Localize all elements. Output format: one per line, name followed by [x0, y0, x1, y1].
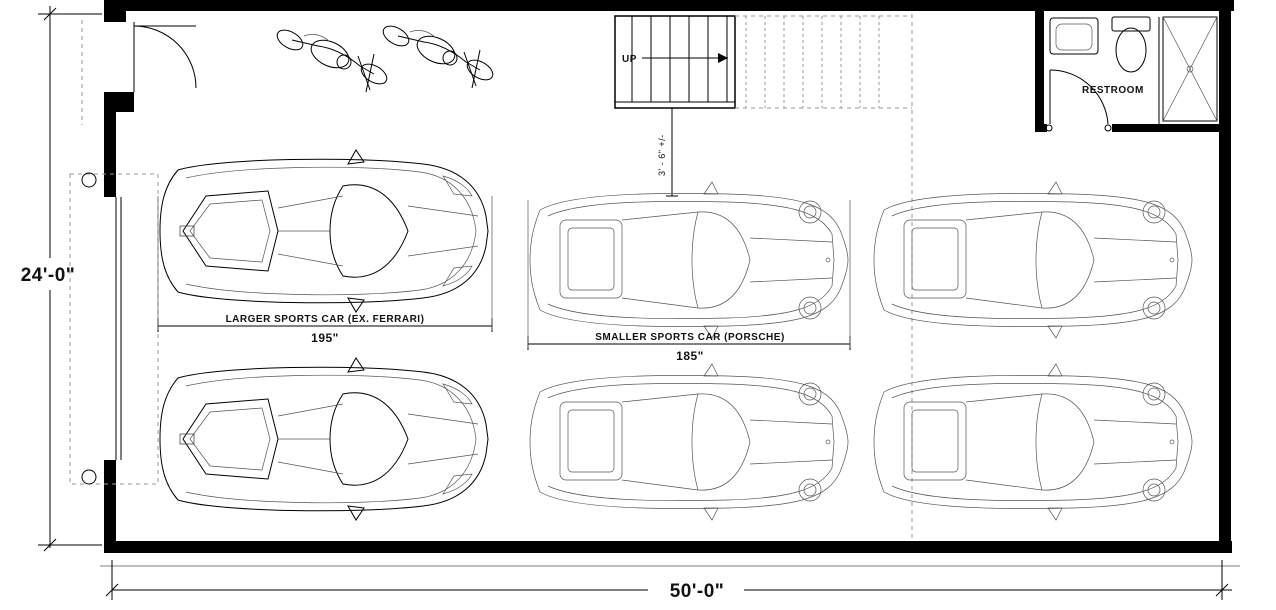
motorcycle-2 — [379, 21, 497, 89]
motorcycle-1 — [273, 25, 391, 93]
large-car-dimension: LARGER SPORTS CAR (EX. FERRARI) 195" — [157, 196, 493, 345]
wall-stub-top — [104, 0, 126, 22]
toilet-tank — [1111, 16, 1151, 32]
restroom-west-wall — [1035, 10, 1044, 132]
large-car-bottom — [159, 357, 489, 521]
large-car-label: LARGER SPORTS CAR (EX. FERRARI) — [226, 314, 425, 325]
shower — [1162, 16, 1218, 122]
width-dimension: 50'-0" — [100, 560, 1240, 602]
small-car-4 — [873, 363, 1193, 521]
large-car-length: 195" — [311, 331, 339, 345]
height-dimension: 24'-0" — [21, 6, 102, 552]
stair-clearance-dim: 3' - 6" +/- — [657, 134, 667, 176]
large-car-top — [159, 149, 489, 313]
small-car-1 — [529, 181, 849, 339]
overall-height-dim: 24'-0" — [21, 265, 76, 286]
north-wall — [104, 0, 1234, 11]
stair-up-label: UP — [622, 54, 637, 65]
overall-width-dim: 50'-0" — [670, 581, 725, 602]
west-wall-upper — [104, 92, 116, 197]
small-car-length: 185" — [676, 349, 704, 363]
restroom-label: RESTROOM — [1082, 85, 1144, 96]
restroom-south-wall — [1112, 124, 1220, 132]
small-car-2 — [873, 181, 1193, 339]
small-car-3 — [529, 363, 849, 521]
staircase: UP 3' - 6" +/- — [614, 15, 912, 197]
west-wall-lower — [104, 460, 116, 553]
restroom: RESTROOM — [1045, 16, 1218, 132]
toilet — [1115, 27, 1147, 73]
south-wall — [104, 541, 1232, 553]
walls — [104, 0, 1234, 553]
small-car-label: SMALLER SPORTS CAR (PORSCHE) — [595, 332, 785, 343]
entry-door — [81, 20, 197, 125]
sink — [1049, 17, 1099, 55]
east-wall — [1219, 0, 1231, 552]
small-car-dimension: SMALLER SPORTS CAR (PORSCHE) 185" — [527, 200, 851, 363]
garage-door-opening — [69, 172, 159, 485]
